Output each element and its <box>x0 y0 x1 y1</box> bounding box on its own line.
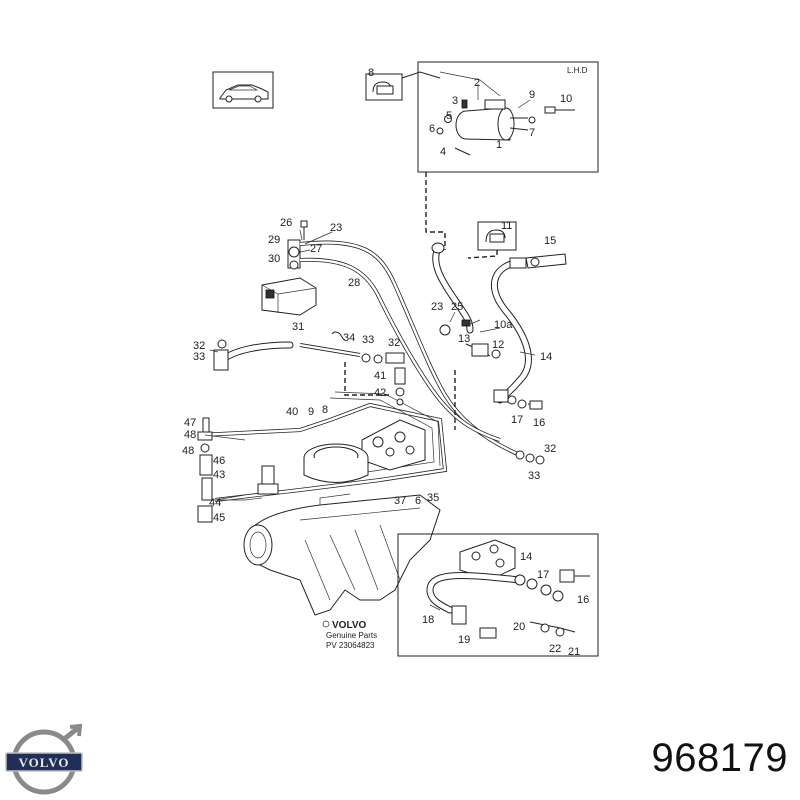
fittings-right <box>439 319 545 465</box>
callout-8: 8 <box>368 67 374 79</box>
callout-44: 44 <box>209 497 221 509</box>
callout-2: 2 <box>474 77 480 89</box>
callout-37: 37 <box>394 495 406 507</box>
genuine-line2: PV 23064823 <box>326 641 375 650</box>
cold-start-injector <box>197 417 263 523</box>
air-flow-meter <box>303 443 369 483</box>
callout-16-inset: 16 <box>577 594 589 606</box>
inset-top-lhd: L.H.D <box>365 61 599 173</box>
injector-lines <box>199 367 448 502</box>
intake-manifold <box>243 465 441 616</box>
part-number: 968179 <box>651 736 788 780</box>
left-hose-31 <box>213 331 405 371</box>
callout-8-mid: 8 <box>322 404 328 416</box>
callout-20: 20 <box>513 621 525 633</box>
return-hose <box>490 253 567 404</box>
volvo-logo: VOLVO <box>5 723 83 795</box>
volvo-mini-mark-icon <box>322 620 330 628</box>
callout-4: 4 <box>440 146 446 158</box>
callout-6: 6 <box>429 123 435 135</box>
callout-32-right: 32 <box>544 443 556 455</box>
callout-10a: 10a <box>494 319 513 331</box>
supply-hose <box>431 242 474 334</box>
leader-dashed-mid <box>344 362 456 430</box>
callout-23-top: 23 <box>330 222 342 234</box>
callout-25: 25 <box>451 301 463 313</box>
callout-14-main: 14 <box>540 351 552 363</box>
callout-27: 27 <box>310 243 322 255</box>
main-fuel-lines <box>299 240 521 457</box>
callout-6-mid: 6 <box>415 495 421 507</box>
callout-14-inset: 14 <box>520 551 532 563</box>
leader-dashed-top <box>425 172 446 250</box>
callout-19: 19 <box>458 634 470 646</box>
callout-23-mid: 23 <box>431 301 443 313</box>
callout-18: 18 <box>422 614 434 626</box>
callout-33-left: 33 <box>193 351 205 363</box>
callout-43: 43 <box>213 469 225 481</box>
genuine-line1: Genuine Parts <box>326 631 377 640</box>
callout-5: 5 <box>446 110 452 122</box>
callout-46: 46 <box>213 455 225 467</box>
callout-45: 45 <box>213 512 225 524</box>
callout-42: 42 <box>374 387 386 399</box>
callout-26: 26 <box>280 217 292 229</box>
callout-13: 13 <box>458 333 470 345</box>
callout-16-main: 16 <box>533 417 545 429</box>
callout-7: 7 <box>529 127 535 139</box>
callout-48-a: 48 <box>184 429 196 441</box>
volvo-logo-text: VOLVO <box>19 755 70 770</box>
inset-lhd-label: L.H.D <box>567 66 588 75</box>
callout-32-left: 32 <box>193 340 205 352</box>
callout-labels: 8 2 9 10 3 5 6 7 1 4 26 23 29 27 30 28 1… <box>182 67 589 658</box>
callout-3: 3 <box>452 95 458 107</box>
callout-40: 40 <box>286 406 298 418</box>
callout-33-mid: 33 <box>362 334 374 346</box>
pressure-regulator <box>261 220 317 316</box>
callout-17-inset: 17 <box>537 569 549 581</box>
genuine-brand: VOLVO <box>332 620 366 631</box>
callout-21: 21 <box>568 646 580 658</box>
callout-29: 29 <box>268 234 280 246</box>
callout-22: 22 <box>549 643 561 655</box>
callout-31: 31 <box>292 321 304 333</box>
car-thumbnail <box>212 71 274 109</box>
callout-15: 15 <box>544 235 556 247</box>
callout-47: 47 <box>184 417 196 429</box>
fuel-distributor <box>361 419 426 471</box>
callout-10: 10 <box>560 93 572 105</box>
callout-30: 30 <box>268 253 280 265</box>
callout-28: 28 <box>348 277 360 289</box>
callout-17-main: 17 <box>511 414 523 426</box>
callout-48-b: 48 <box>182 445 194 457</box>
genuine-parts-stamp: VOLVO Genuine Parts PV 23064823 <box>322 620 377 650</box>
callout-9-mid: 9 <box>308 406 314 418</box>
clamp-box-11 <box>467 221 517 259</box>
callout-9: 9 <box>529 89 535 101</box>
callout-33-right: 33 <box>528 470 540 482</box>
callout-34: 34 <box>343 332 355 344</box>
callout-41: 41 <box>374 370 386 382</box>
callout-35: 35 <box>427 492 439 504</box>
callout-32-mid: 32 <box>388 337 400 349</box>
leader-lines <box>204 84 536 611</box>
callout-12: 12 <box>492 339 504 351</box>
inset-bottom <box>397 533 599 657</box>
callout-11: 11 <box>501 220 512 232</box>
callout-1: 1 <box>496 139 502 151</box>
